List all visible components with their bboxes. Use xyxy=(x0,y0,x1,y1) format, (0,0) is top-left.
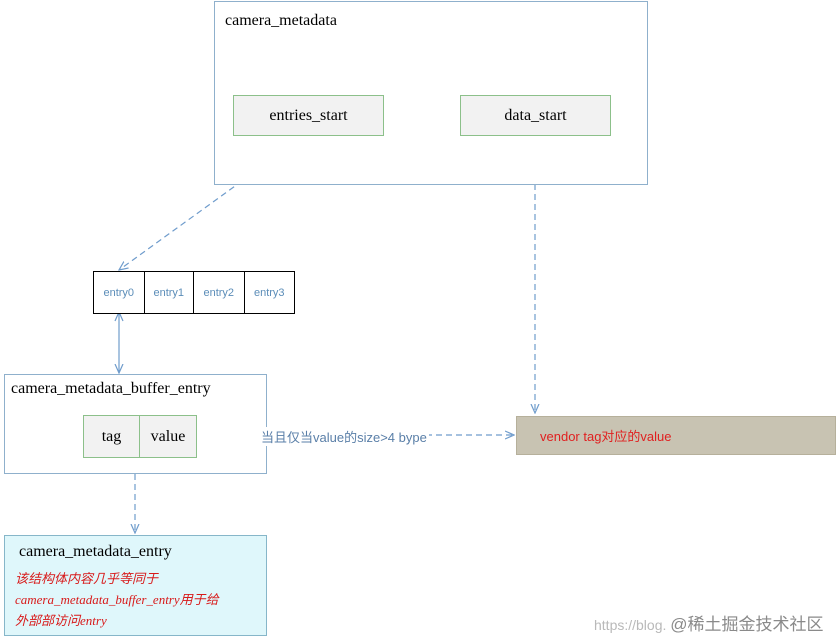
entries-start-field: entries_start xyxy=(233,95,384,136)
condition-label: 当且仅当value的size>4 bype xyxy=(259,427,429,446)
description-line: 该结构体内容几乎等同于 xyxy=(15,571,159,586)
watermark: https://blog. @稀土掘金技术社区 xyxy=(594,610,824,635)
metadata-entry-box: camera_metadata_entry 该结构体内容几乎等同于 camera… xyxy=(4,535,267,636)
entries-start-to-entry0-arrow xyxy=(119,133,308,270)
entry-cell-2: entry2 xyxy=(193,271,245,314)
buffer-entry-box: camera_metadata_buffer_entry tag value xyxy=(4,374,267,474)
tag-field: tag xyxy=(83,415,140,458)
buffer-entry-title: camera_metadata_buffer_entry xyxy=(11,380,211,397)
description-line: camera_metadata_buffer_entry用于给 xyxy=(15,592,219,607)
watermark-url: https://blog. xyxy=(594,617,667,633)
description-line: 外部部访问entry xyxy=(15,613,107,628)
watermark-site: @稀土掘金技术社区 xyxy=(670,615,824,634)
entries-array: entry0 entry1 entry2 entry3 xyxy=(93,271,296,314)
entry-cell-1: entry1 xyxy=(143,271,195,314)
data-start-field: data_start xyxy=(460,95,611,136)
metadata-entry-title: camera_metadata_entry xyxy=(19,543,172,560)
metadata-entry-description: 该结构体内容几乎等同于 camera_metadata_buffer_entry… xyxy=(15,568,219,631)
entry-cell-0: entry0 xyxy=(93,271,145,314)
vendor-tag-value-box: vendor tag对应的value xyxy=(516,416,836,455)
entry-cell-3: entry3 xyxy=(243,271,296,314)
camera-metadata-title: camera_metadata xyxy=(225,12,337,29)
camera-metadata-box: camera_metadata entries_start data_start xyxy=(214,1,648,185)
value-field: value xyxy=(139,415,197,458)
